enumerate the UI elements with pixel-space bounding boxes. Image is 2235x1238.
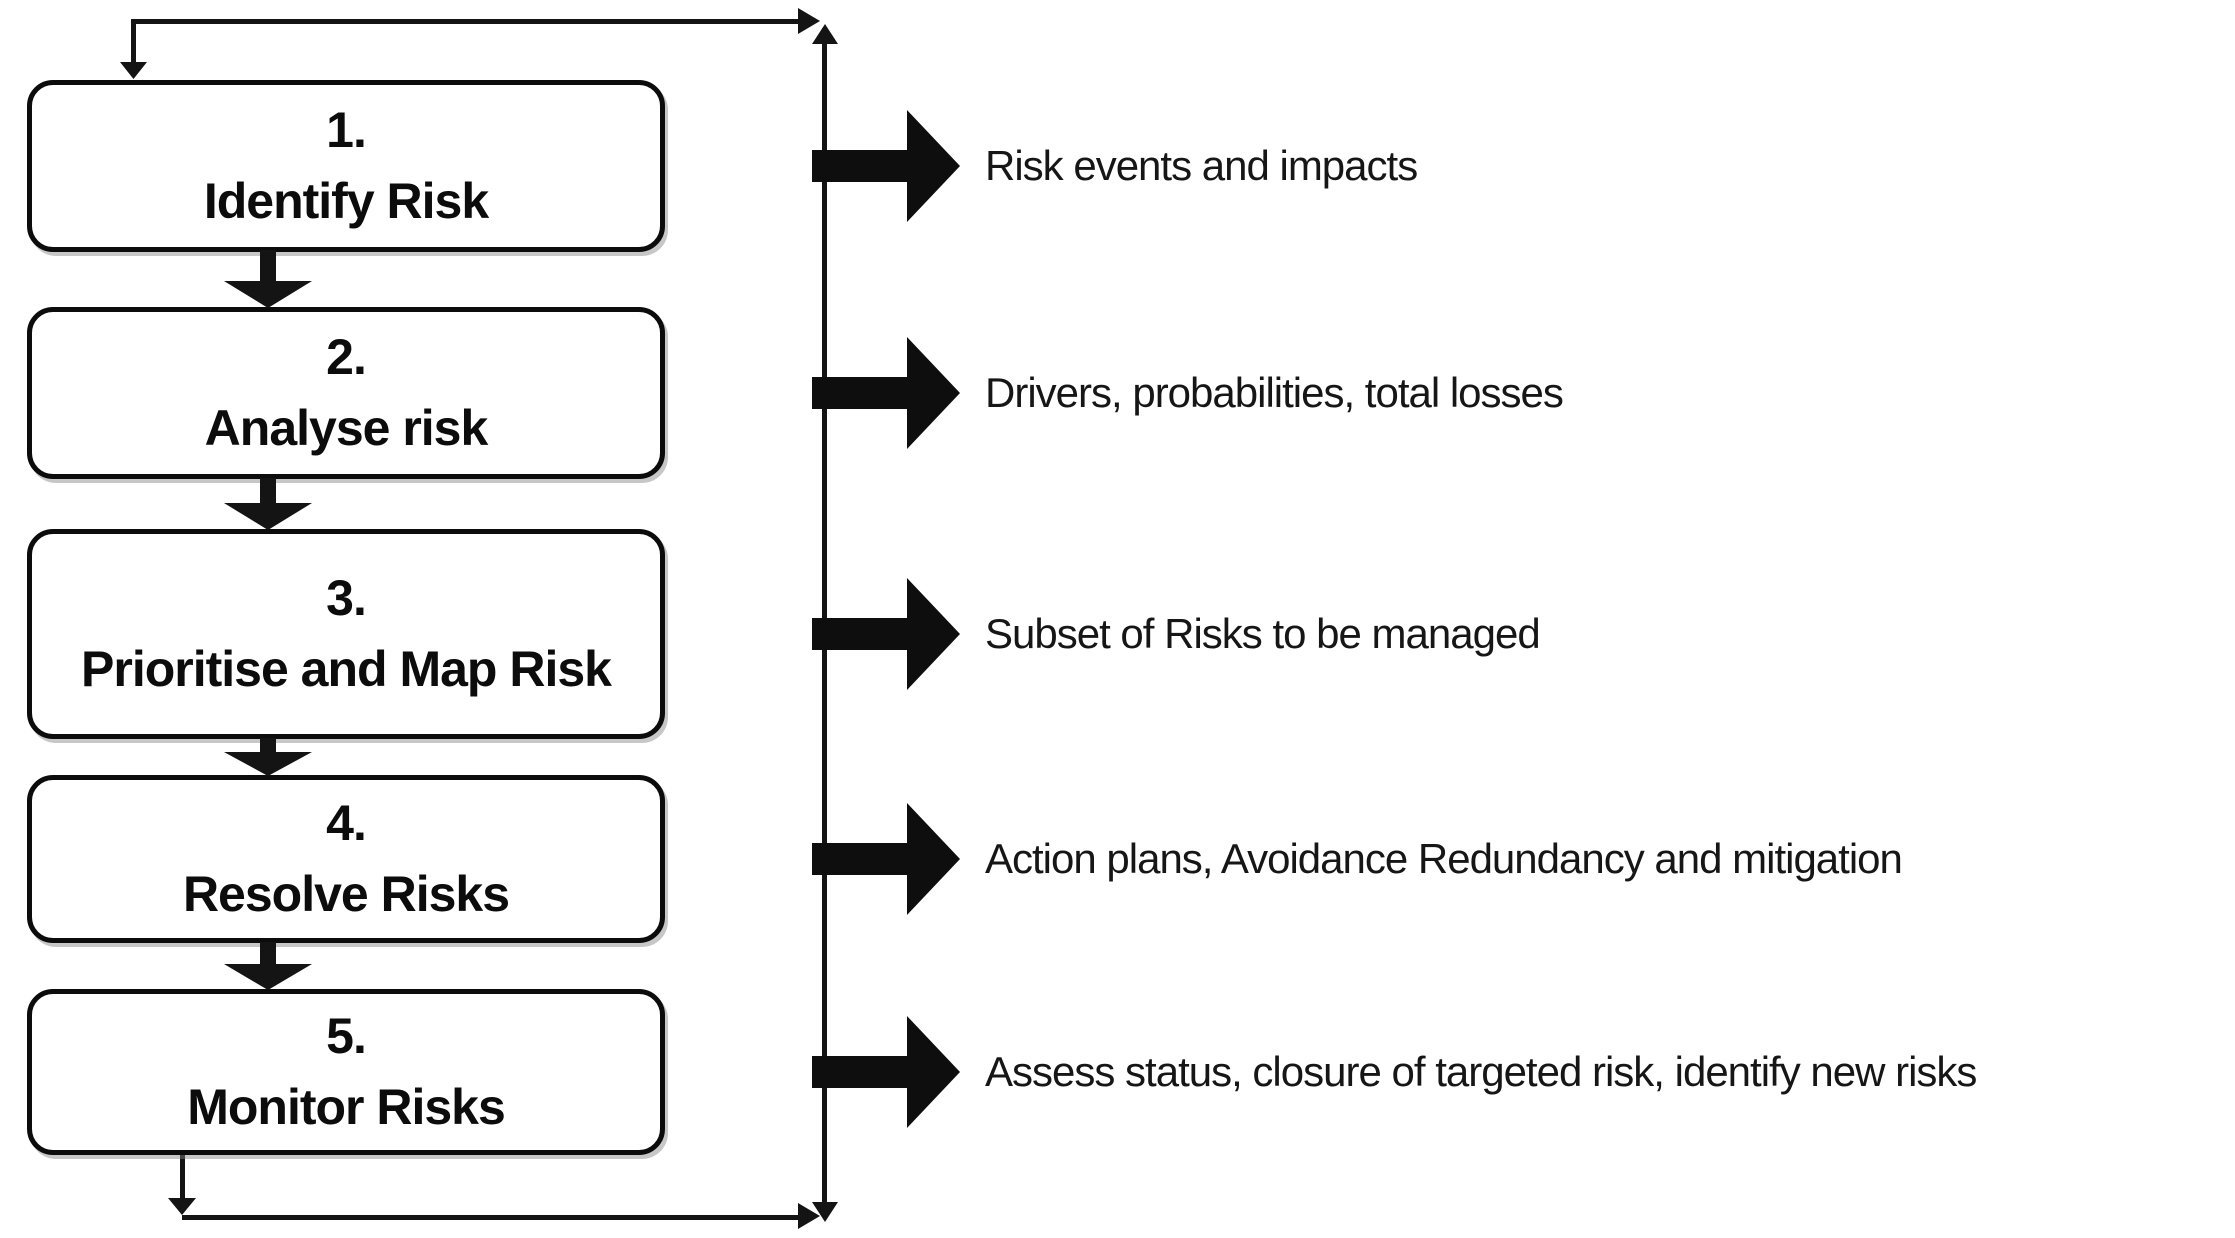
feedback-vertical-line — [822, 28, 827, 1206]
feedback-bottom-drop — [180, 1155, 185, 1205]
down-arrow-icon — [224, 942, 312, 990]
down-arrow-icon — [224, 738, 312, 776]
step-box-prioritise-and-map-risk: 3. Prioritise and Map Risk — [27, 529, 665, 739]
step-label: Analyse risk — [204, 400, 489, 456]
output-label-2: Drivers, probabilities, total losses — [985, 369, 1564, 416]
output-label-1: Risk events and impacts — [985, 142, 1418, 189]
step-number: 4. — [326, 795, 367, 851]
feedback-bottom-line — [182, 1215, 800, 1220]
output-label-3: Subset of Risks to be managed — [985, 610, 1541, 657]
step-number: 1. — [326, 102, 367, 158]
step-box-identify-risk: 1. Identify Risk — [27, 80, 665, 252]
step-box-analyse-risk: 2. Analyse risk — [27, 307, 665, 479]
block-right-arrow-icon — [812, 110, 960, 222]
down-arrow-icon — [224, 250, 312, 308]
block-right-arrow-icon — [812, 803, 960, 915]
step-label: Monitor Risks — [187, 1079, 506, 1135]
down-arrow-icon — [812, 1202, 838, 1222]
step-label: Resolve Risks — [182, 866, 510, 922]
output-label-4: Action plans, Avoidance Redundancy and m… — [985, 835, 1903, 882]
down-arrow-icon — [224, 478, 312, 530]
step-box-monitor-risks: 5. Monitor Risks — [27, 989, 665, 1155]
block-right-arrow-icon — [812, 578, 960, 690]
block-right-arrow-icon — [812, 1016, 960, 1128]
step-label: Identify Risk — [203, 173, 489, 229]
down-arrow-icon — [120, 62, 147, 79]
down-arrow-icon — [168, 1198, 196, 1215]
block-right-arrow-icon — [812, 337, 960, 449]
right-arrow-icon — [798, 8, 820, 34]
step-number: 2. — [326, 329, 367, 385]
feedback-top-line — [133, 19, 802, 24]
step-number: 3. — [326, 570, 367, 626]
feedback-top-left-elbow — [131, 19, 136, 64]
output-label-5: Assess status, closure of targeted risk,… — [985, 1048, 1977, 1095]
step-box-resolve-risks: 4. Resolve Risks — [27, 775, 665, 943]
step-label: Prioritise and Map Risk — [81, 641, 612, 697]
step-number: 5. — [326, 1008, 367, 1064]
